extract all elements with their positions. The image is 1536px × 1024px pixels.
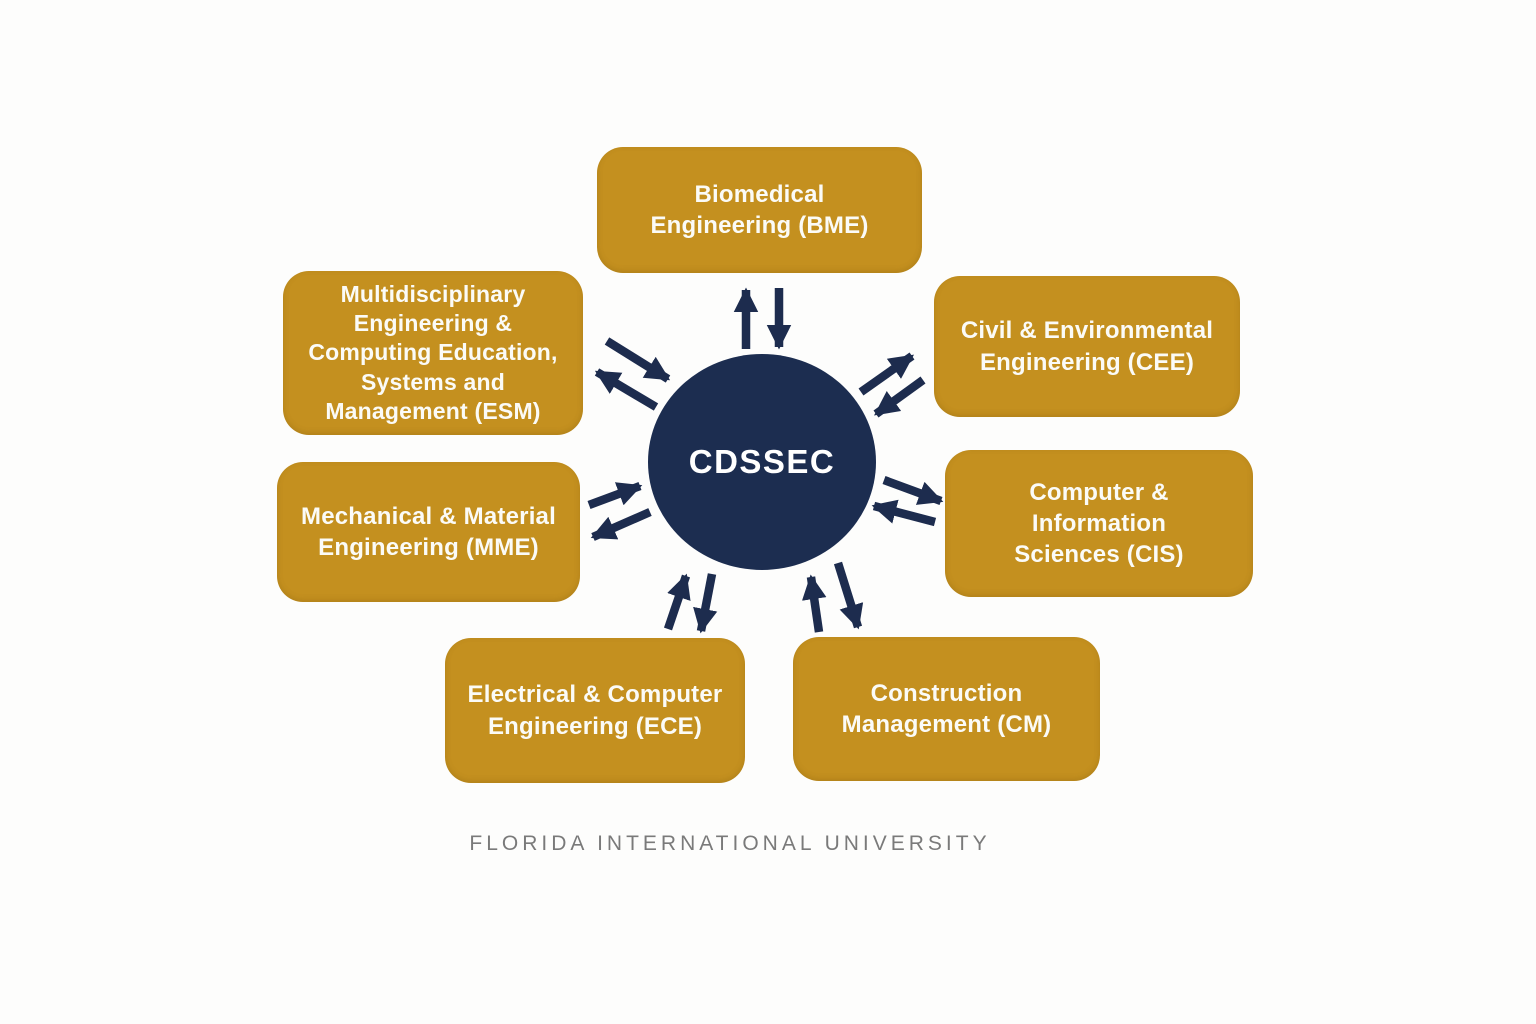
node-civil-environmental-engineering: Civil & Environmental Engineering (CEE) (934, 276, 1240, 417)
node-computer-information-sciences: Computer & Information Sciences (CIS) (945, 450, 1253, 597)
arrow-cm-to-center (801, 574, 827, 633)
arrow-center-to-cm (833, 561, 864, 630)
arrow-esm-to-center (604, 337, 671, 383)
arrow-center-to-esm (594, 368, 659, 411)
node-mechanical-material-engineering: Mechanical & Material Engineering (MME) (277, 462, 580, 602)
node-multidisciplinary-esm: Multidisciplinary Engineering & Computin… (283, 271, 583, 435)
arrow-center-to-mme (590, 508, 652, 541)
center-hub-circle: CDSSEC (648, 354, 876, 570)
node-construction-management: Construction Management (CM) (793, 637, 1100, 781)
center-hub-label: CDSSEC (688, 443, 836, 480)
node-electrical-computer-engineering: Electrical & Computer Engineering (ECE) (445, 638, 745, 783)
arrow-cee-to-center (873, 376, 926, 418)
arrow-center-to-cee (858, 352, 915, 396)
footer-university-name: FLORIDA INTERNATIONAL UNIVERSITY (469, 832, 991, 855)
arrow-ece-to-center (663, 573, 691, 631)
arrow-center-to-ece (693, 573, 718, 634)
arrow-center-to-cis (882, 476, 944, 505)
node-biomedical-engineering: Biomedical Engineering (BME) (597, 147, 922, 273)
arrow-cis-to-center (871, 499, 937, 527)
arrow-mme-to-center (587, 482, 643, 509)
